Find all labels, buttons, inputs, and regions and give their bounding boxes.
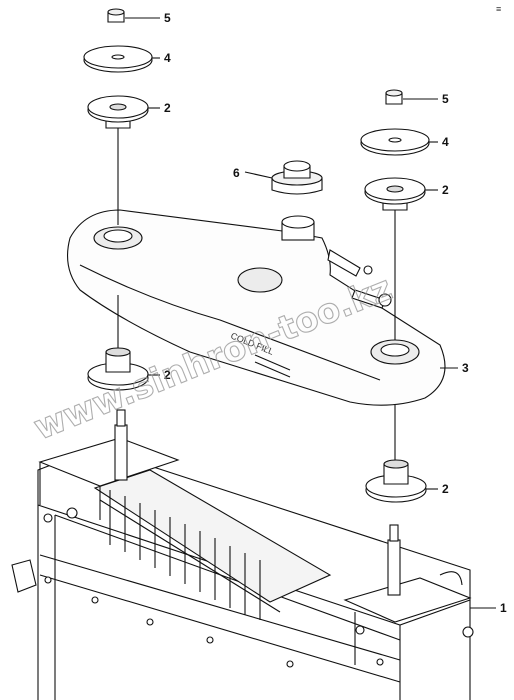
callout-bushing-lower-right: 2 [442, 482, 449, 496]
nut-top-left [107, 8, 125, 23]
radiator-core [93, 469, 332, 620]
leader-lines [125, 17, 496, 609]
bushing-top-left [87, 95, 149, 129]
callout-nut-top-left: 5 [164, 11, 171, 25]
nut-top-right [385, 89, 403, 105]
left-stud [114, 409, 128, 481]
callout-washer-top-left: 4 [164, 51, 171, 65]
right-stud [387, 524, 401, 596]
filler-neck [281, 215, 315, 241]
corner-mark: ≡ [496, 4, 501, 14]
callout-radiator: 1 [500, 601, 507, 615]
callout-nut-top-right: 5 [442, 92, 449, 106]
left-mounting-bracket [38, 437, 180, 523]
washer-top-left [83, 45, 153, 73]
washer-top-right [360, 128, 430, 156]
callout-bushing-lower-left: 2 [164, 368, 171, 382]
expansion-tank: COLD FILL [67, 209, 446, 406]
callout-tank: 3 [462, 361, 469, 375]
bushing-top-right [364, 177, 426, 211]
filler-cap [271, 160, 323, 195]
bushing-lower-right [365, 459, 427, 503]
radiator [11, 409, 474, 700]
callout-bushing-top-right: 2 [442, 183, 449, 197]
callout-bushing-top-left: 2 [164, 101, 171, 115]
callout-cap: 6 [233, 166, 240, 180]
callout-washer-top-right: 4 [442, 135, 449, 149]
bushing-lower-left [87, 347, 149, 391]
